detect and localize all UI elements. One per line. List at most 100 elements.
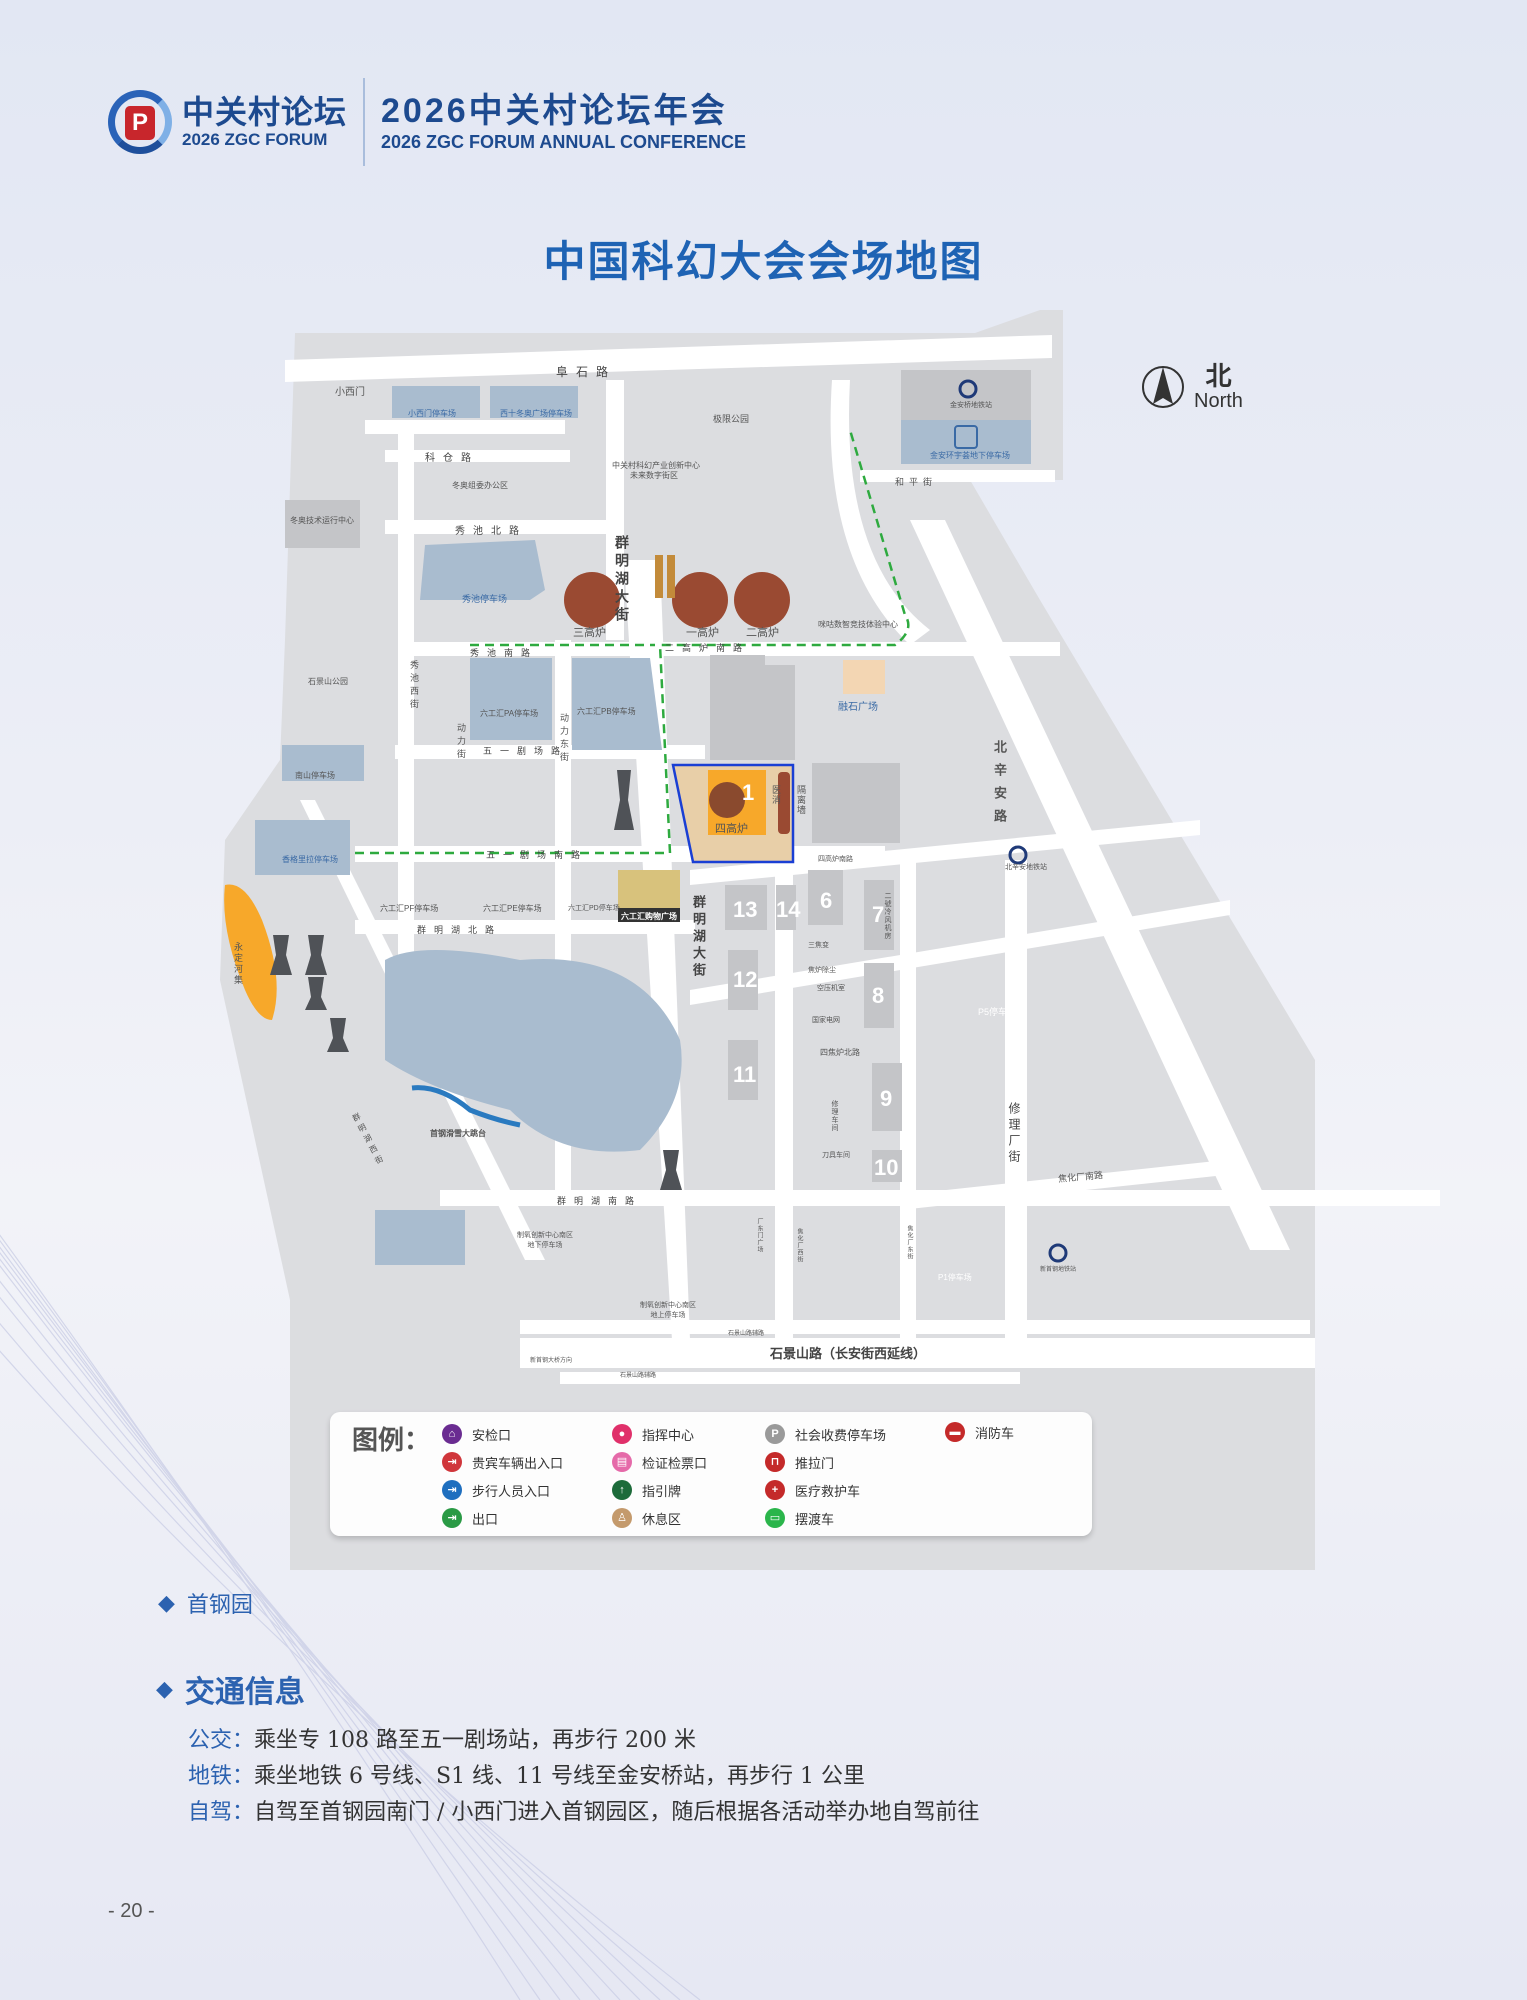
map-legend: 图例： ⌂安检口 ⇥贵宾车辆出入口 ⇥步行人员入口 ⇥出口 ●指挥中心 ▤检证检… <box>330 1412 1092 1536</box>
shuttle-bus-icon: ▭ <box>765 1508 785 1528</box>
legend-item-sliding-door: ⊓推拉门 <box>765 1452 834 1472</box>
road-shijingshan-aux-n: 石景山路辅路 <box>728 1331 765 1337</box>
road-guangchang: 厂东门广场 <box>756 1218 762 1253</box>
signpost-icon: ↑ <box>612 1480 632 1500</box>
fire-truck-icon: ▬ <box>945 1422 965 1442</box>
label-xiaoximen-parking: 小西门停车场 <box>408 409 456 418</box>
parking-icon: P <box>765 1424 785 1444</box>
label-xishi-parking: 西十冬奥广场停车场 <box>500 409 572 418</box>
label-xinshougang-station: 新首钢地铁站 <box>1040 1267 1077 1273</box>
road-xiuchi-west: 秀池西街 <box>409 660 419 712</box>
label-building-6: 6 <box>820 888 833 913</box>
road-xiuchi-south: 秀池南路 <box>470 648 539 658</box>
road-qunminghu-north: 群明湖北路 <box>417 925 503 935</box>
page-number: - 20 - <box>108 1900 155 1922</box>
road-sijiaolu-north: 四焦炉北路 <box>820 1048 860 1057</box>
road-shijingshan-aux-s: 石景山路辅路 <box>620 1373 657 1379</box>
road-xiulichang: 修理厂街 <box>1007 1102 1021 1166</box>
label-p1-parking: P1停车场 <box>938 1273 972 1282</box>
shuttle-route <box>355 429 910 855</box>
label-pd-parking: 六工汇PD停车场 <box>568 905 620 912</box>
page-title: 中国科幻大会会场地图 <box>543 238 984 285</box>
label-esports-center: 咪咕数智竞技体验中心 <box>818 620 898 629</box>
legend-item-exit: ⇥出口 <box>442 1508 498 1528</box>
label-sanbiandian: 三焦变 <box>808 942 829 949</box>
jinan-station-block <box>901 370 1031 420</box>
label-building-14: 14 <box>776 897 801 922</box>
label-xianggelila-parking: 香格里拉停车场 <box>282 855 338 864</box>
road-heping: 和平街 <box>895 477 938 487</box>
legend-title: 图例： <box>352 1425 431 1455</box>
label-xiuli-chejian: 修理车间 <box>831 1100 838 1132</box>
legend-item-rest: ♙休息区 <box>612 1508 681 1528</box>
label-ski-jump: 首钢滑雪大跳台 <box>430 1129 486 1138</box>
building-11 <box>728 1040 758 1100</box>
label-p5-parking: P5停车场 <box>978 1007 1017 1017</box>
header: P 中关村论坛 2026 ZGC FORUM 2026中关村论坛年会 2026 … <box>108 78 746 166</box>
building-8 <box>864 963 894 1028</box>
road-qunminghu-ave2: 群明湖大街 <box>691 895 706 980</box>
label-yixiao: 医消 <box>771 785 781 805</box>
label-erfeng: 二號冷风机房 <box>884 892 891 940</box>
label-yongding-market: 永定河集 <box>233 942 243 986</box>
legend-item-fire-truck: ▬消防车 <box>945 1422 1014 1442</box>
label-pa-parking: 六工汇PA停车场 <box>480 709 539 718</box>
label-yigaolu: 一高炉 <box>686 627 719 639</box>
brand-name: 中关村论坛 2026 ZGC FORUM <box>182 94 348 149</box>
building-12 <box>728 950 758 1010</box>
diamond-bullet-icon: ◆ <box>158 1590 175 1615</box>
legend-item-pedestrian: ⇥步行人员入口 <box>442 1480 550 1500</box>
road-fushi: 阜石路 <box>556 365 617 379</box>
label-dongao-office: 冬奥组委办公区 <box>452 481 508 490</box>
label-xiuchi-parking: 秀池停车场 <box>462 594 508 604</box>
traffic-bus: 公交：乘坐专 108 路至五一剧场站，再步行 200 米 <box>188 1728 696 1753</box>
north-arrow-icon <box>1142 366 1184 408</box>
label-shijingshan-park: 石景山公园 <box>308 677 348 686</box>
road-kecang: 科仓路 <box>425 453 479 464</box>
label-xiaoximen: 小西门 <box>335 387 365 398</box>
road-xinshougang-bridge: 新首钢大桥方向 <box>530 1358 573 1364</box>
label-isolation-wall: 隔离墙 <box>796 785 806 815</box>
section-traffic: ◆ 交通信息 <box>156 1675 305 1710</box>
label-jixian-park: 极限公园 <box>713 414 750 424</box>
road-ergaolu-south: 二高炉南路 <box>665 643 751 653</box>
legend-item-vip: ⇥贵宾车辆出入口 <box>442 1452 563 1472</box>
ticket-check-icon: ▤ <box>612 1452 632 1472</box>
label-beixinan-station: 北辛安地铁站 <box>1005 864 1047 871</box>
section-park: ◆ 首钢园 <box>158 1590 253 1617</box>
label-future-street: 未来数字街区 <box>630 471 678 480</box>
label-pb-parking: 六工汇PB停车场 <box>577 707 636 716</box>
traffic-drive: 自驾：自驾至首钢园南门 / 小西门进入首钢园区，随后根据各活动举办地自驾前往 <box>188 1800 980 1825</box>
building-10 <box>872 1150 902 1182</box>
label-zgc-center: 中关村科幻产业创新中心 <box>612 461 700 470</box>
compass: 北 North <box>1140 362 1243 412</box>
building-14 <box>776 885 796 930</box>
header-divider <box>363 78 366 166</box>
label-guojia-dianwang: 国家电网 <box>812 1017 840 1024</box>
legend-item-security: ⌂安检口 <box>442 1424 511 1444</box>
label-building-9: 9 <box>880 1086 893 1111</box>
label-building-13: 13 <box>733 897 758 922</box>
label-building-7: 7 <box>872 902 885 927</box>
label-sigaolu: 四高炉 <box>715 823 748 835</box>
security-check-icon: ⌂ <box>442 1424 462 1444</box>
label-zhiyang-ground: 制氧创新中心南区地上停车场 <box>640 1302 696 1319</box>
label-building-10: 10 <box>874 1155 899 1180</box>
road-dongli-east: 动力东街 <box>559 713 569 765</box>
label-building-12: 12 <box>733 967 758 992</box>
road-dongli: 动力街 <box>456 723 466 762</box>
road-jiaohua-east: 焦化厂东街 <box>906 1225 912 1260</box>
road-wuyi-south: 五一剧场南路 <box>486 850 589 860</box>
pedestrian-entrance-icon: ⇥ <box>442 1480 462 1500</box>
label-rongshi-plaza: 融石广场 <box>838 702 878 713</box>
road-qunminghu-ave: 群明湖大街 <box>614 535 630 625</box>
label-daoju-chejian: 刀具车间 <box>822 1152 850 1159</box>
road-qunminghu-south: 群明湖南路 <box>557 1196 643 1206</box>
ambulance-icon: + <box>765 1480 785 1500</box>
legend-item-signpost: ↑指引牌 <box>612 1480 681 1500</box>
rest-area-icon: ♙ <box>612 1508 632 1528</box>
label-nanshan-parking: 南山停车场 <box>295 771 335 780</box>
map-land <box>220 310 1315 1570</box>
